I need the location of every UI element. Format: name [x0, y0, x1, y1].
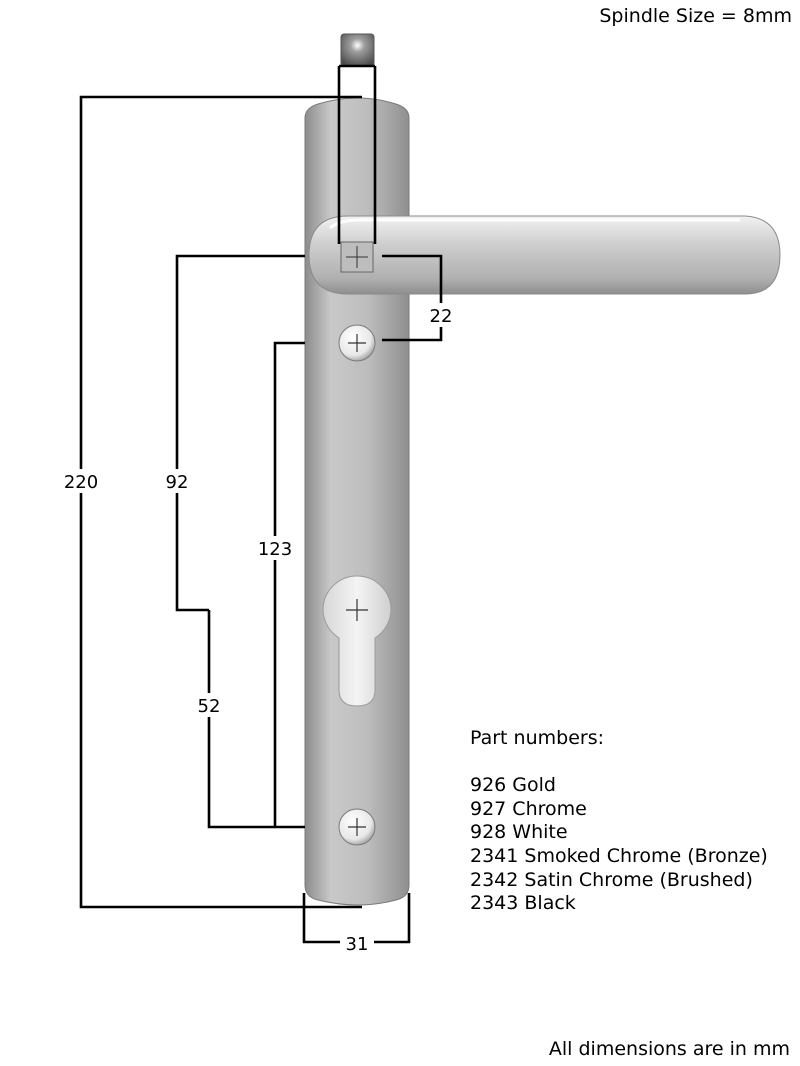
- part-numbers-list: Part numbers: 926 Gold 927 Chrome 928 Wh…: [470, 727, 768, 916]
- spindle-size-note: Spindle Size = 8mm: [599, 5, 792, 27]
- part-item: 927 Chrome: [470, 797, 587, 820]
- spindle-bar: [340, 33, 375, 67]
- dim-label-31: 31: [346, 934, 369, 955]
- part-item: 2342 Satin Chrome (Brushed): [470, 868, 753, 891]
- dim-label-22: 22: [430, 306, 453, 327]
- top-screw: [338, 324, 376, 362]
- part-item: 928 White: [470, 821, 568, 844]
- dim-line-52: [207, 610, 305, 829]
- bottom-screw: [338, 808, 376, 846]
- dim-label-52: 52: [198, 696, 221, 717]
- dim-label-92: 92: [166, 472, 189, 493]
- euro-cylinder: [322, 575, 392, 707]
- dim-line-123: [273, 341, 305, 827]
- dim-label-123: 123: [258, 539, 292, 560]
- units-note: All dimensions are in mm: [548, 1038, 790, 1060]
- part-item: 2341 Smoked Chrome (Bronze): [470, 844, 768, 867]
- lever-highlight: [329, 218, 740, 230]
- part-numbers-heading: Part numbers:: [470, 727, 605, 749]
- dim-line-22: [382, 254, 443, 342]
- part-item: 926 Gold: [470, 774, 556, 797]
- part-item: 2343 Black: [470, 892, 576, 915]
- dim-line-220: [79, 95, 362, 909]
- backplate: [304, 97, 410, 906]
- lever-handle: [308, 215, 781, 295]
- dim-label-220: 220: [64, 472, 98, 493]
- dim-line-92: [175, 254, 305, 612]
